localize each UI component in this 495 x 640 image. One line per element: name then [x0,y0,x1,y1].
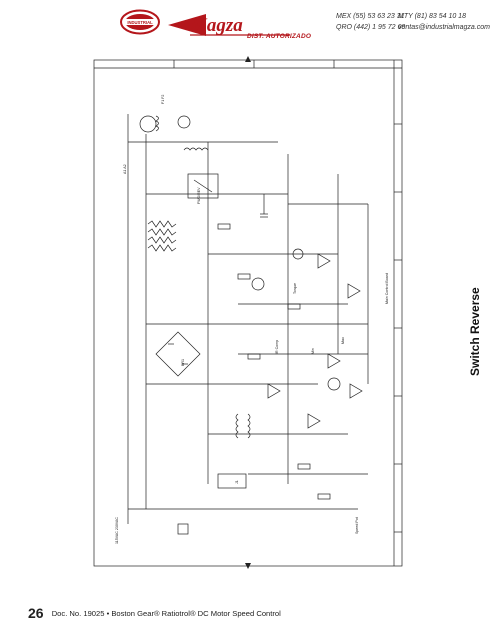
min-label: Min [311,348,315,354]
speed-pot-label: Speed Pot [355,517,359,534]
bridge-label: BR1 [181,359,185,366]
authorized-distributor-tag: DIST. AUTORIZADO [247,33,312,40]
industrial-badge-logo: INDUSTRIAL [120,9,160,35]
page-section-title: Switch Reverse [468,287,482,376]
svg-text:INDUSTRIAL: INDUSTRIAL [127,20,153,25]
phone-mex: MEX (55) 53 63 23 31 [336,13,405,20]
wiring-schematic: A1 A2 F1 F2 115VAC 230VAC BR1 J1 FWD/REV… [93,56,403,569]
field-label: F1 F2 [161,95,165,104]
svg-text:Magza: Magza [189,15,243,36]
page-number: 26 [28,605,44,621]
magza-wordmark-logo: Magza [168,14,290,36]
contact-other: MTY (81) 83 54 10 18 ventas@industrialma… [398,11,490,33]
document-reference: Doc. No. 19025 • Boston Gear® Ratiotrol®… [51,609,281,618]
phone-qro: QRO (442) 1 95 72 60 [336,24,406,31]
page-footer: 26 Doc. No. 19025 • Boston Gear® Ratiotr… [28,605,281,621]
page-header: INDUSTRIAL Magza DIST. AUTORIZADO MEX (5… [0,0,495,48]
fwd-rev-label: FWD/REV [197,187,201,204]
line-input-label: 115VAC 230VAC [115,517,119,544]
jumper-label: J1 [235,480,239,484]
main-control-board-label: Main Control Board [385,273,389,304]
contact-phones: MEX (55) 53 63 23 31 QRO (442) 1 95 72 6… [336,11,405,33]
email-link[interactable]: ventas@industrialmagza.com [398,24,490,31]
phone-mty: MTY (81) 83 54 10 18 [398,13,466,20]
torque-label: Torque [293,283,297,294]
max-label: Max [341,337,345,344]
armature-label: A1 A2 [123,164,127,174]
schematic-border [93,59,403,567]
ir-comp-label: IR Comp [275,340,279,354]
